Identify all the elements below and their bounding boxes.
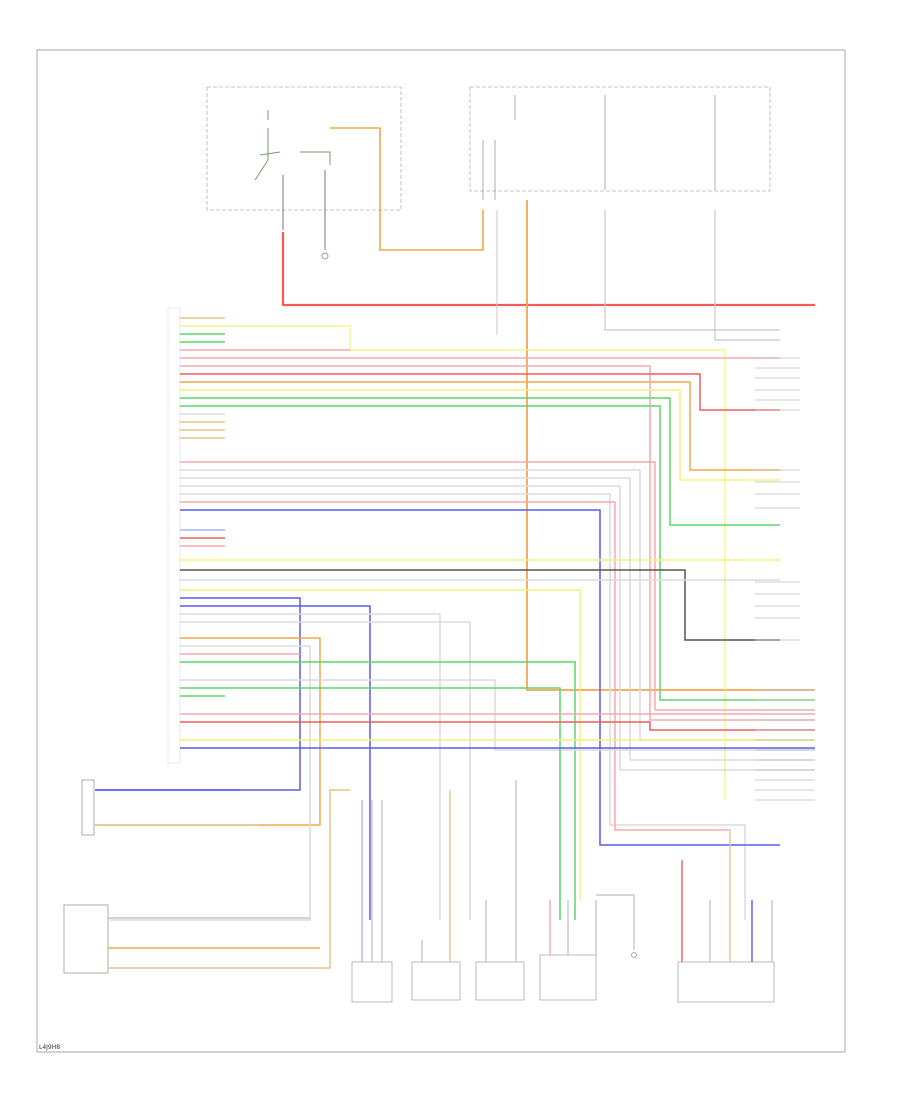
fuse-relay-box-left	[206, 86, 402, 211]
wire-gray-fuse-2	[714, 210, 780, 341]
relay-symbol	[254, 110, 331, 181]
component-climate-control-head	[539, 954, 597, 1001]
fuse-box-internals	[482, 95, 716, 200]
component-blower-motor	[351, 961, 393, 1003]
bottom-component-wires	[361, 780, 773, 962]
ground-symbol	[321, 252, 329, 260]
temperature-sensor	[81, 779, 95, 836]
wire-orange-fuse	[330, 127, 484, 251]
signal-wires	[95, 317, 815, 921]
component-evaporator-sensor	[411, 961, 461, 1001]
figure-code: L4J9H8	[39, 1044, 60, 1051]
wire-orange-long	[526, 200, 815, 691]
sunload-wire-pink	[108, 789, 350, 969]
component-auto-defogger	[677, 961, 775, 1003]
wire-red-main	[281, 232, 815, 307]
fuse-box-right	[469, 86, 771, 192]
control-module-connector	[167, 307, 181, 764]
sunload-sensor	[63, 904, 109, 974]
wire-gray-fuse-1	[604, 210, 780, 331]
component-transmission-sensor	[475, 961, 525, 1001]
diagram-border	[36, 49, 846, 1053]
right-connector-stubs	[755, 357, 815, 801]
ground-symbol-bottom	[631, 952, 637, 958]
